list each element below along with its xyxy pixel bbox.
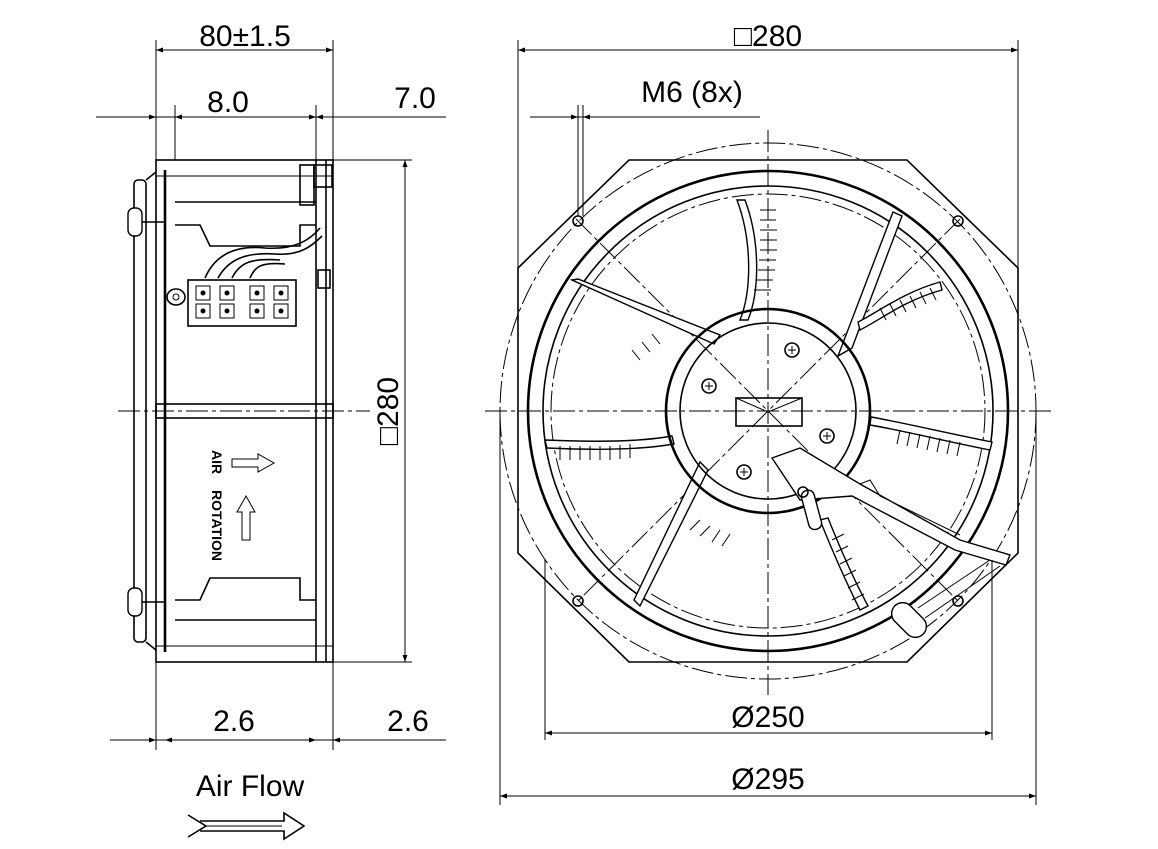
air-arrow-icon — [231, 453, 276, 473]
air-label: AIR — [209, 450, 225, 474]
flange-front-dimension: 8.0 — [207, 86, 249, 119]
screw-icon — [784, 342, 800, 358]
square-top-dimension: □280 — [734, 20, 802, 53]
screw-icon — [819, 428, 835, 444]
air-flow-arrow-icon — [187, 811, 306, 841]
flange-bottom-right-dimension: 2.6 — [387, 705, 429, 738]
front-view — [485, 40, 1052, 805]
bolt-bottom-icon — [127, 587, 165, 617]
fan-frame — [517, 159, 1019, 663]
square-side-dimension: □280 — [372, 377, 405, 445]
rotation-label: ROTATION — [209, 490, 225, 561]
bolt-top-icon — [127, 207, 165, 237]
diameter-outer-dimension: Ø295 — [731, 763, 804, 796]
dimension-lines — [96, 47, 1036, 799]
mount-holes-dimension: M6 (8x) — [641, 76, 743, 109]
rotation-arrow-icon — [236, 494, 256, 541]
air-flow-label: Air Flow — [196, 770, 305, 803]
cable-arm — [770, 447, 1011, 639]
diameter-inner-dimension: Ø250 — [731, 701, 804, 734]
hub — [664, 307, 872, 515]
screw-icon — [701, 378, 717, 394]
flange-rear-dimension: 7.0 — [394, 82, 436, 115]
screw-icon — [736, 464, 752, 480]
fan-blades — [544, 199, 993, 611]
flange-bottom-left-dimension: 2.6 — [213, 705, 255, 738]
terminal-block — [166, 279, 297, 327]
side-view: AIR ROTATION — [118, 40, 412, 750]
depth-total-dimension: 80±1.5 — [199, 20, 291, 53]
